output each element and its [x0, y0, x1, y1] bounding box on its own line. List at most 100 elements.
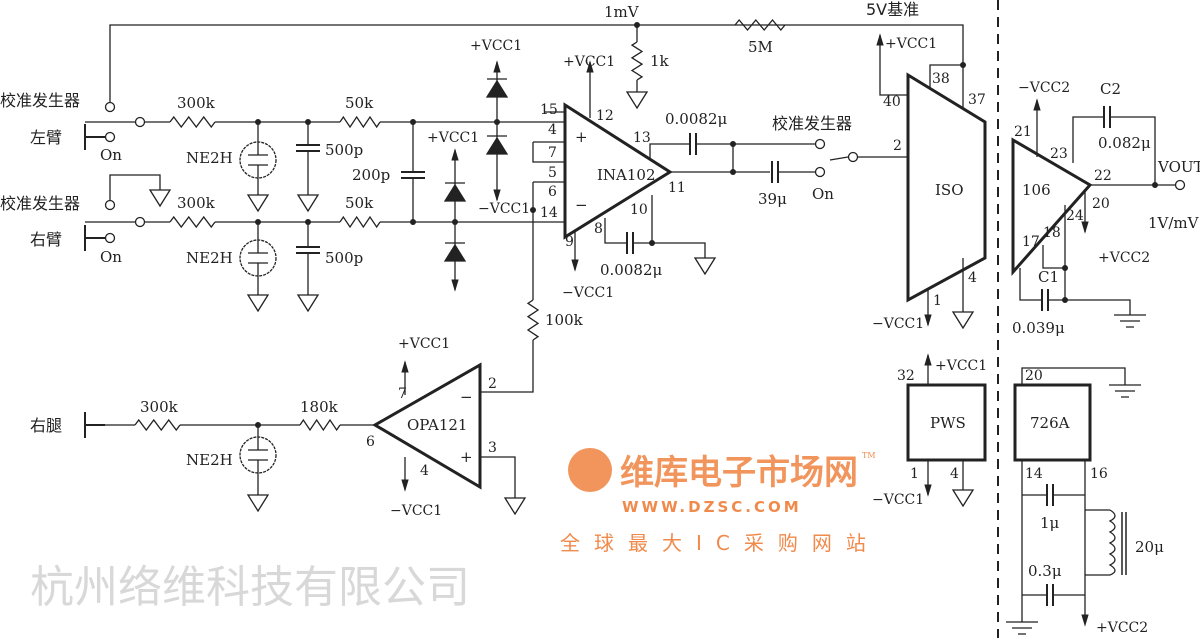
pin-label: 20 — [1025, 368, 1043, 384]
supply-arrow-down-icon — [493, 189, 501, 202]
ground-icon — [246, 494, 270, 513]
pin-label: 11 — [668, 180, 686, 196]
c2-name-label: C2 — [1100, 80, 1121, 98]
wire — [604, 218, 627, 244]
supply-arrow-up-icon — [401, 360, 409, 373]
supply-label: +VCC1 — [398, 336, 450, 352]
pin-label: 20 — [1092, 196, 1110, 212]
wire — [649, 143, 690, 158]
pin-label: 23 — [1050, 146, 1068, 162]
resistor-icon — [169, 115, 216, 129]
r-50k-top-label: 50k — [345, 94, 374, 112]
c1-name-label: C1 — [1038, 268, 1059, 286]
terminal-icon — [104, 101, 116, 113]
supply-label: −VCC2 — [1018, 80, 1070, 96]
terminal-icon — [104, 232, 116, 244]
pws-body — [906, 383, 987, 462]
junction-dot — [305, 119, 311, 125]
jack-icon — [84, 124, 105, 150]
ground-icon — [148, 189, 172, 208]
junction-dot — [452, 219, 458, 225]
diode-icon — [485, 135, 509, 155]
pin-label: 15 — [540, 102, 558, 118]
pin-label: 8 — [594, 221, 603, 237]
junction-dot — [649, 240, 655, 246]
osc-726a-name: 726A — [1030, 414, 1070, 432]
inductor-core — [1121, 512, 1127, 575]
l-20u-label: 20μ — [1135, 538, 1164, 556]
ina102-body — [563, 102, 673, 240]
pin-label: 12 — [596, 108, 614, 124]
resistor-icon — [630, 41, 644, 81]
pin-label: 6 — [548, 184, 557, 200]
wire — [1021, 367, 1126, 385]
c-500p-top-label: 500p — [325, 141, 363, 159]
capacitor-icon — [401, 171, 425, 179]
supply-label: −VCC1 — [562, 285, 614, 301]
pws-name: PWS — [930, 414, 966, 432]
junction-dot — [730, 141, 736, 147]
pin-label: 4 — [968, 270, 977, 286]
wire — [651, 195, 706, 258]
pin-label: 7 — [398, 386, 407, 402]
resistor-icon — [169, 215, 216, 229]
terminal-icon — [814, 166, 826, 178]
pin-label: 13 — [633, 130, 651, 146]
pin-label: 2 — [893, 138, 902, 154]
diode-icon — [443, 182, 467, 202]
supply-arrow-down-icon — [924, 484, 932, 497]
terminal-icon — [847, 151, 859, 163]
pin-label: 17 — [1022, 234, 1040, 250]
vout-label: VOUT — [1157, 158, 1200, 176]
opa121-name: OPA121 — [407, 416, 467, 434]
r-300k-top-label: 300k — [177, 94, 216, 112]
opa121-body — [372, 362, 482, 490]
pin-label: 5 — [548, 165, 557, 181]
ne2h-leg-label: NE2H — [186, 451, 233, 469]
iso-body — [906, 72, 987, 303]
supply-label: +VCC1 — [470, 38, 522, 54]
diode-icon — [443, 242, 467, 262]
pin-label: 3 — [488, 440, 497, 456]
capacitor-icon — [296, 246, 320, 254]
resistor-icon — [526, 299, 540, 341]
resistor-icon — [339, 115, 381, 129]
c1-value-label: 0.039μ — [1012, 319, 1065, 337]
wire — [879, 35, 908, 96]
cal-gen-label-3: 校准发生器 — [772, 114, 852, 133]
resistor-icon — [134, 418, 181, 432]
watermark-slogan: 全球最大IC采购网站 — [560, 531, 880, 555]
junction-dot — [634, 22, 640, 28]
wire — [480, 456, 516, 498]
pin-label: 4 — [950, 466, 959, 482]
r-1k-label: 1k — [650, 52, 670, 70]
junction-dot — [1062, 265, 1068, 271]
neon-lamp-electrodes — [248, 240, 268, 276]
capacitor-icon — [689, 133, 697, 155]
pin-label: 18 — [1043, 225, 1061, 241]
jack-icon — [84, 225, 105, 251]
pin-label: 9 — [565, 234, 574, 250]
earth-ground-icon — [1006, 621, 1038, 635]
pin-label: 14 — [540, 205, 558, 221]
resistor-icon — [734, 18, 786, 32]
supply-label: +VCC1 — [935, 358, 987, 374]
resistor-icon — [299, 418, 341, 432]
junction-dot — [1062, 297, 1068, 303]
ground-icon — [296, 194, 320, 213]
pin-label: 7 — [548, 145, 557, 161]
junction-dot — [255, 422, 261, 428]
c-0082-b-label: 0.0082μ — [600, 261, 662, 279]
right-arm-label: 右臂 — [30, 230, 62, 249]
r-180k-label: 180k — [300, 398, 339, 416]
ina102-minus: − — [575, 196, 588, 214]
capacitor-icon — [1103, 106, 1111, 128]
pin-label: 6 — [366, 434, 375, 450]
capacitor-icon — [771, 161, 779, 183]
amp106-body — [1011, 137, 1093, 276]
right-leg-label: 右腿 — [30, 416, 62, 435]
earth-ground-icon — [1114, 314, 1146, 328]
watermark-company: 杭州络维科技有限公司 — [30, 562, 470, 613]
wires — [85, 24, 1175, 622]
